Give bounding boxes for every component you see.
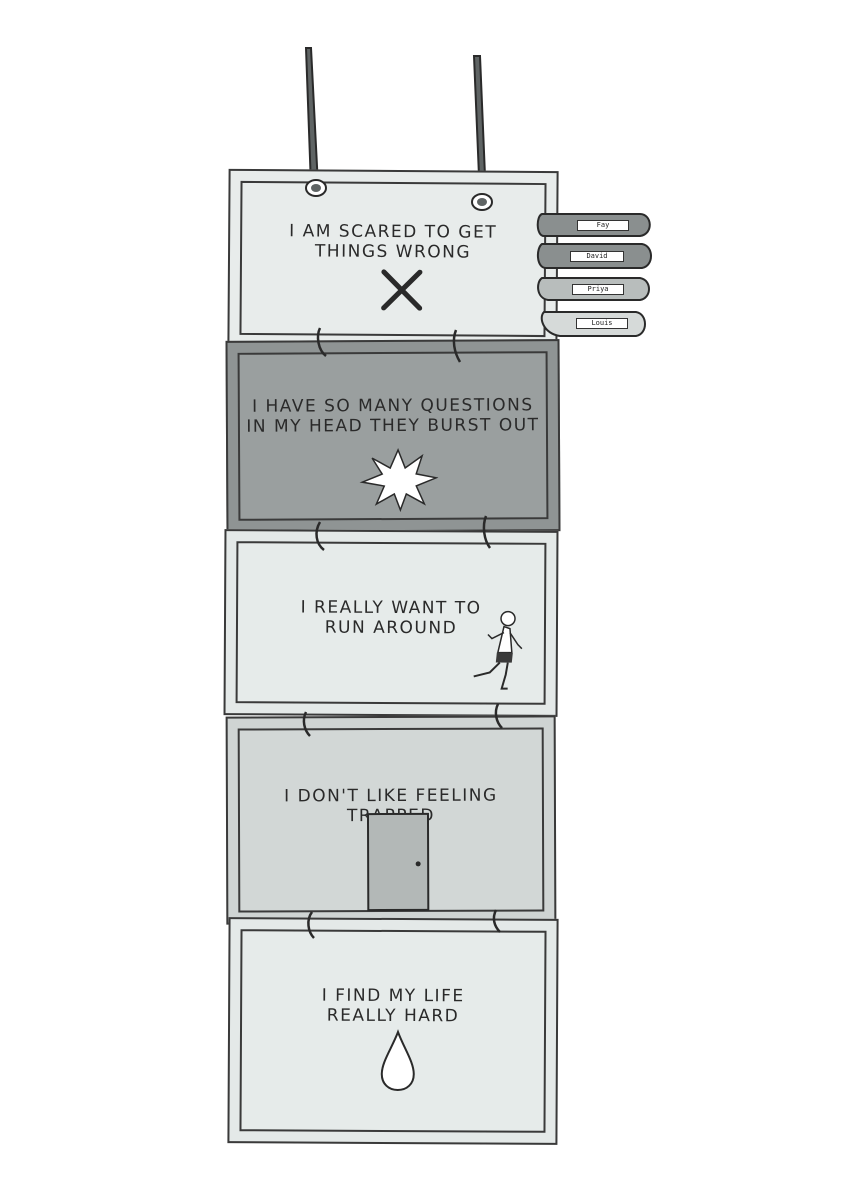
cross-icon [381,269,423,311]
feeling-panel-scared[interactable]: I AM SCARED TO GET THINGS WRONG [227,168,559,350]
feeling-panel-run-around[interactable]: I REALLY WANT TO RUN AROUND [223,529,559,717]
panel-inner-frame: I REALLY WANT TO RUN AROUND [235,541,547,705]
grommet [305,179,493,211]
feeling-panel-trapped[interactable]: I DON'T LIKE FEELING TRAPPED [225,715,557,925]
teardrop-icon [380,1029,415,1092]
panel-inner-frame: I FIND MY LIFE REALLY HARD [239,929,547,1133]
peg-name-label: Louis [576,318,628,329]
peg-name-label: David [570,251,624,262]
binder-rings [302,327,503,939]
panel-inner-frame: I AM SCARED TO GET THINGS WRONG [239,180,547,338]
running-child-icon [473,610,523,690]
feeling-panel-life-hard[interactable]: I FIND MY LIFE REALLY HARD [227,917,559,1145]
panel-inner-frame: I DON'T LIKE FEELING TRAPPED [237,727,545,913]
peg-name-label: Fay [577,220,629,231]
feeling-panel-questions[interactable]: I HAVE SO MANY QUESTIONS IN MY HEAD THEY… [225,339,561,533]
burst-icon [359,448,439,513]
panel-inner-frame: I HAVE SO MANY QUESTIONS IN MY HEAD THEY… [237,351,549,521]
door-icon [366,812,430,912]
peg-name-label: Priya [572,284,624,295]
